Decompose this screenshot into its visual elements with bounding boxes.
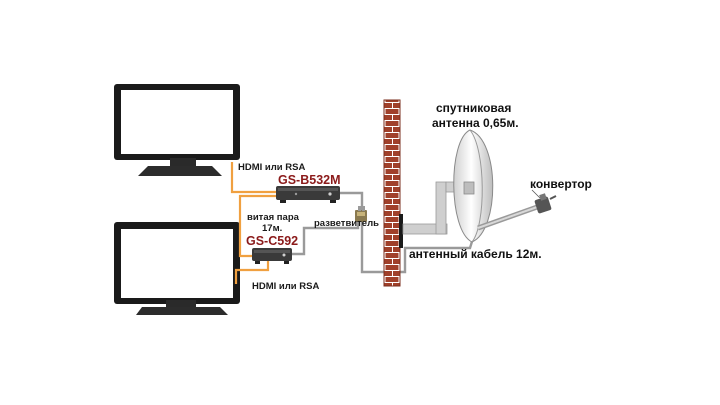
label-hdmi-bottom: HDMI или RSA	[252, 281, 319, 292]
splitter-icon	[355, 206, 367, 222]
tv-bottom	[114, 222, 240, 315]
satellite-dish	[453, 129, 494, 243]
label-antenna-cable: антенный кабель 12м.	[409, 247, 542, 261]
label-splitter: разветвитель	[314, 218, 379, 229]
hdmi-cable-top	[230, 162, 276, 194]
label-hdmi-top: HDMI или RSA	[238, 162, 305, 173]
lnb-converter	[534, 193, 557, 214]
receiver-icon	[276, 186, 340, 203]
label-twisted-pair: витая пара	[247, 212, 300, 223]
receiver-icon	[252, 248, 292, 264]
antenna-cable	[360, 221, 480, 274]
coax-receiver-to-splitter	[340, 191, 364, 212]
converter-pointer	[531, 189, 541, 199]
label-dish-line1: спутниковая	[436, 101, 511, 115]
coax-client-to-splitter	[292, 222, 360, 256]
receiver-client	[252, 248, 292, 264]
label-dish-line2: антенна 0,65м.	[432, 116, 519, 130]
tv-icon	[114, 222, 240, 315]
lnb-converter-icon	[534, 193, 557, 214]
dish-mount	[399, 181, 461, 248]
brick-wall	[383, 99, 401, 287]
receiver-main	[276, 186, 340, 203]
tv-top	[114, 84, 240, 176]
tv-icon	[114, 84, 240, 176]
brick-wall-icon	[383, 99, 401, 287]
splitter	[355, 206, 367, 222]
satellite-dish-icon	[453, 129, 494, 243]
label-receiver-client: GS-C592	[246, 234, 298, 248]
label-receiver-main: GS-B532M	[278, 173, 341, 187]
lnb-arm	[477, 203, 541, 231]
label-twisted-length: 17м.	[262, 223, 282, 234]
hdmi-cable-bottom	[234, 261, 270, 284]
label-converter: конвертор	[530, 177, 592, 191]
twisted-pair-cable	[238, 194, 276, 258]
